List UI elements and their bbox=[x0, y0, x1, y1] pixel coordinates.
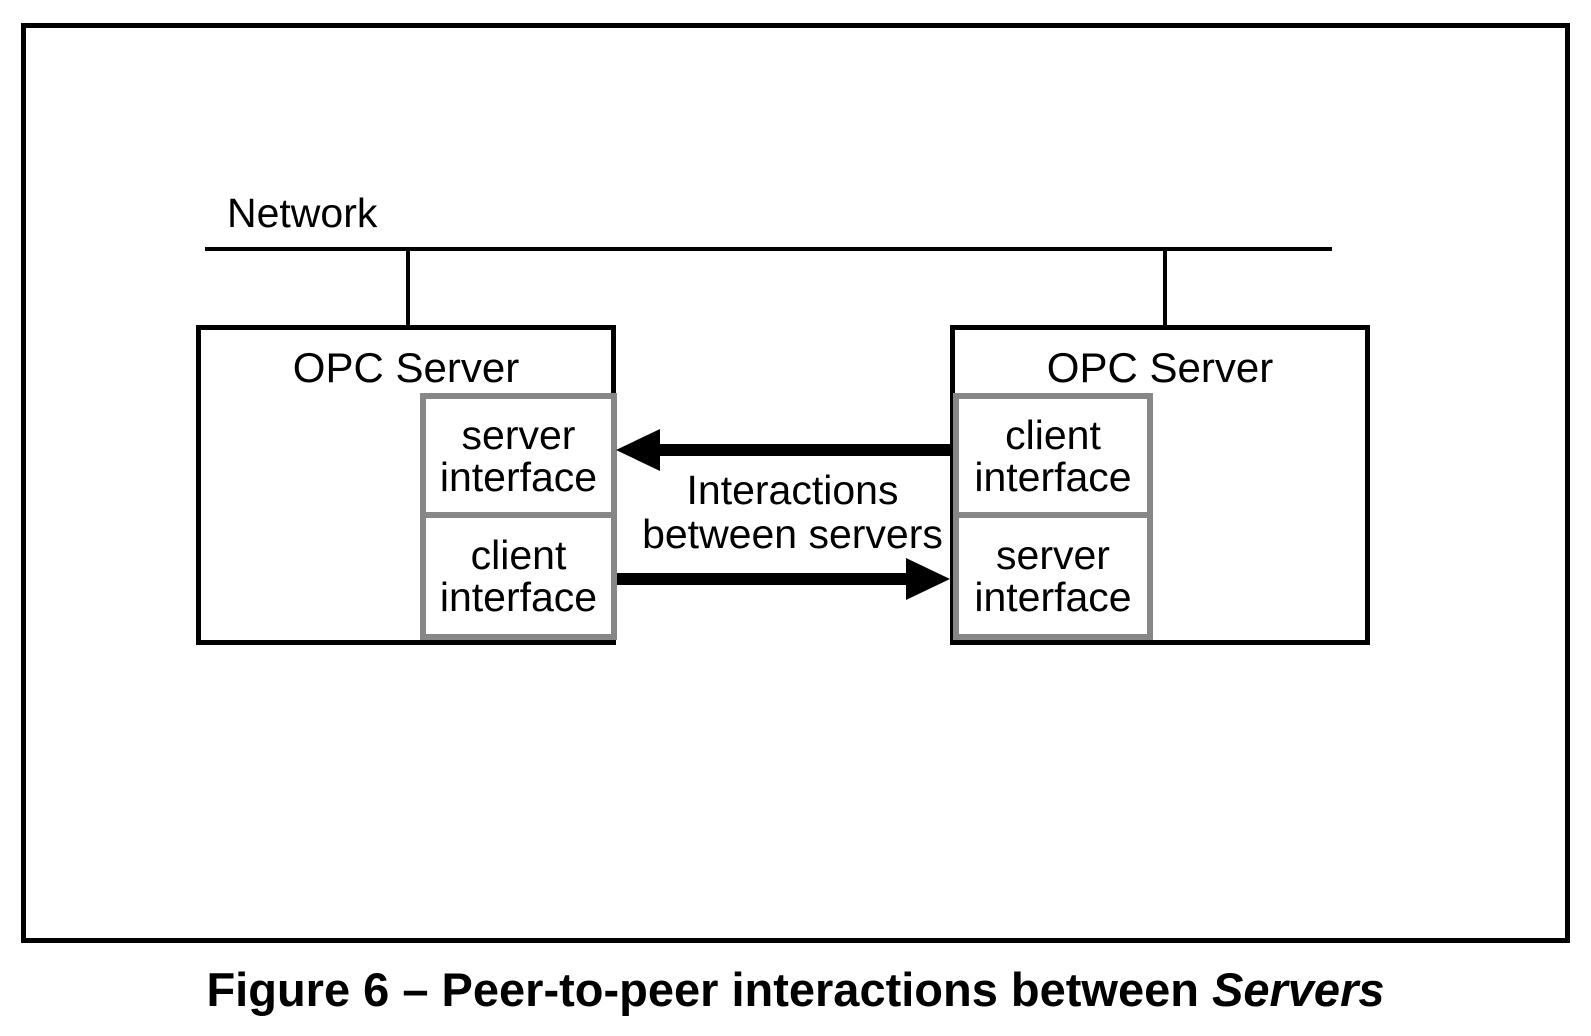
server-interface-box-left: server interface bbox=[420, 393, 617, 518]
interactions-line-2: between servers bbox=[642, 511, 943, 557]
server-interface-label-left: server interface bbox=[440, 414, 597, 498]
opc-server-title-right: OPC Server bbox=[1046, 344, 1274, 391]
network-drop-line-right bbox=[1163, 250, 1167, 326]
label-line: client bbox=[470, 532, 567, 578]
label-line: interface bbox=[439, 574, 598, 620]
label-line: server bbox=[461, 411, 576, 458]
figure-caption: Figure 6 – Peer-to-peer interactions bet… bbox=[0, 966, 1591, 1013]
interactions-line-1: Interactions bbox=[686, 467, 899, 513]
arrow-right-head-icon bbox=[906, 558, 950, 600]
figure-caption-emphasis: Servers bbox=[1212, 963, 1385, 1016]
arrow-left-to-right-shaft bbox=[617, 573, 908, 585]
label-line: interface bbox=[974, 574, 1132, 620]
label-line: interface bbox=[439, 453, 598, 500]
label-line: interface bbox=[974, 453, 1132, 500]
opc-server-title-left: OPC Server bbox=[292, 344, 520, 391]
server-interface-label-right: server interface bbox=[974, 534, 1131, 618]
server-interface-box-right: server interface bbox=[953, 512, 1153, 640]
figure-caption-text: Figure 6 – Peer-to-peer interactions bet… bbox=[206, 963, 1213, 1016]
client-interface-label-left: client interface bbox=[440, 534, 597, 618]
label-line: client bbox=[1005, 411, 1101, 458]
interactions-label: Interactions between servers bbox=[595, 468, 990, 556]
arrow-left-head-icon bbox=[616, 429, 660, 471]
network-drop-line-left bbox=[406, 250, 410, 326]
client-interface-box-right: client interface bbox=[953, 393, 1153, 518]
client-interface-box-left: client interface bbox=[420, 512, 617, 640]
client-interface-label-right: client interface bbox=[974, 414, 1131, 498]
label-line: server bbox=[996, 532, 1110, 578]
arrow-right-to-left-shaft bbox=[658, 444, 952, 456]
network-label: Network bbox=[227, 190, 378, 236]
network-line bbox=[205, 247, 1332, 251]
